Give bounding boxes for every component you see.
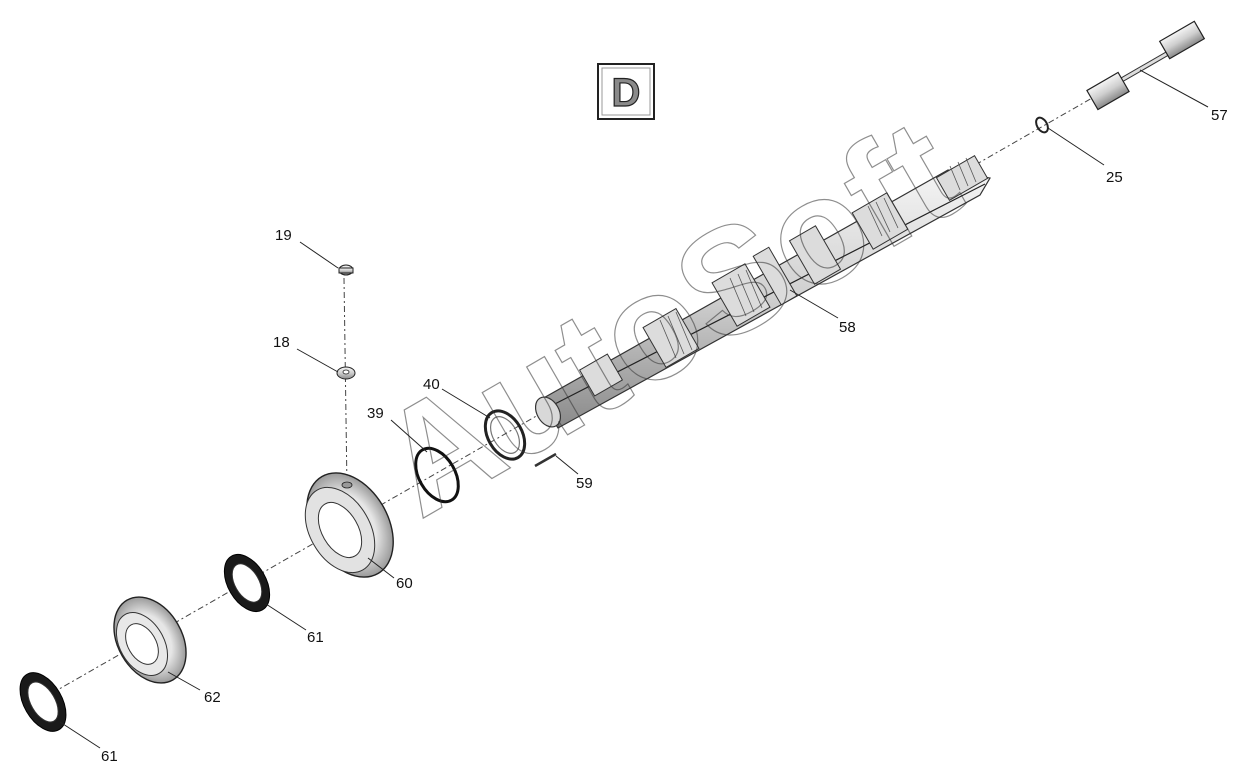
callout-62: 62 [204, 689, 221, 706]
bearing-62 [113, 596, 187, 684]
nut-19 [338, 264, 354, 276]
o-ring-39 [414, 446, 460, 504]
callout-19: 19 [275, 227, 292, 244]
main-shaft-58 [534, 155, 991, 429]
pin-59 [534, 452, 557, 468]
callout-57: 57 [1211, 107, 1228, 124]
o-ring-40 [483, 409, 527, 461]
bearing-housing-60 [304, 472, 394, 578]
spline-ticks [659, 157, 977, 359]
shaft-journals [578, 155, 989, 397]
section-d-box: D [597, 63, 655, 120]
seal-61-lower [19, 672, 67, 732]
watermark: AutoSoft [352, 86, 984, 548]
seal-61-upper [223, 554, 271, 612]
callout-39: 39 [367, 405, 384, 422]
snap-ring-25 [1035, 116, 1049, 134]
callout-40: 40 [423, 376, 440, 393]
callout-61-lower: 61 [101, 748, 118, 765]
callout-58: 58 [839, 319, 856, 336]
leader-lines [59, 69, 1209, 749]
callout-labels: 57 25 19 18 58 40 39 59 60 61 62 61 [101, 107, 1228, 765]
callout-59: 59 [576, 475, 593, 492]
callout-61-upper: 61 [307, 629, 324, 646]
section-label: D [612, 71, 641, 115]
tube-assembly-57 [1086, 20, 1206, 111]
washer-18 [336, 366, 356, 380]
callout-25: 25 [1106, 169, 1123, 186]
callout-18: 18 [273, 334, 290, 351]
callout-60: 60 [396, 575, 413, 592]
